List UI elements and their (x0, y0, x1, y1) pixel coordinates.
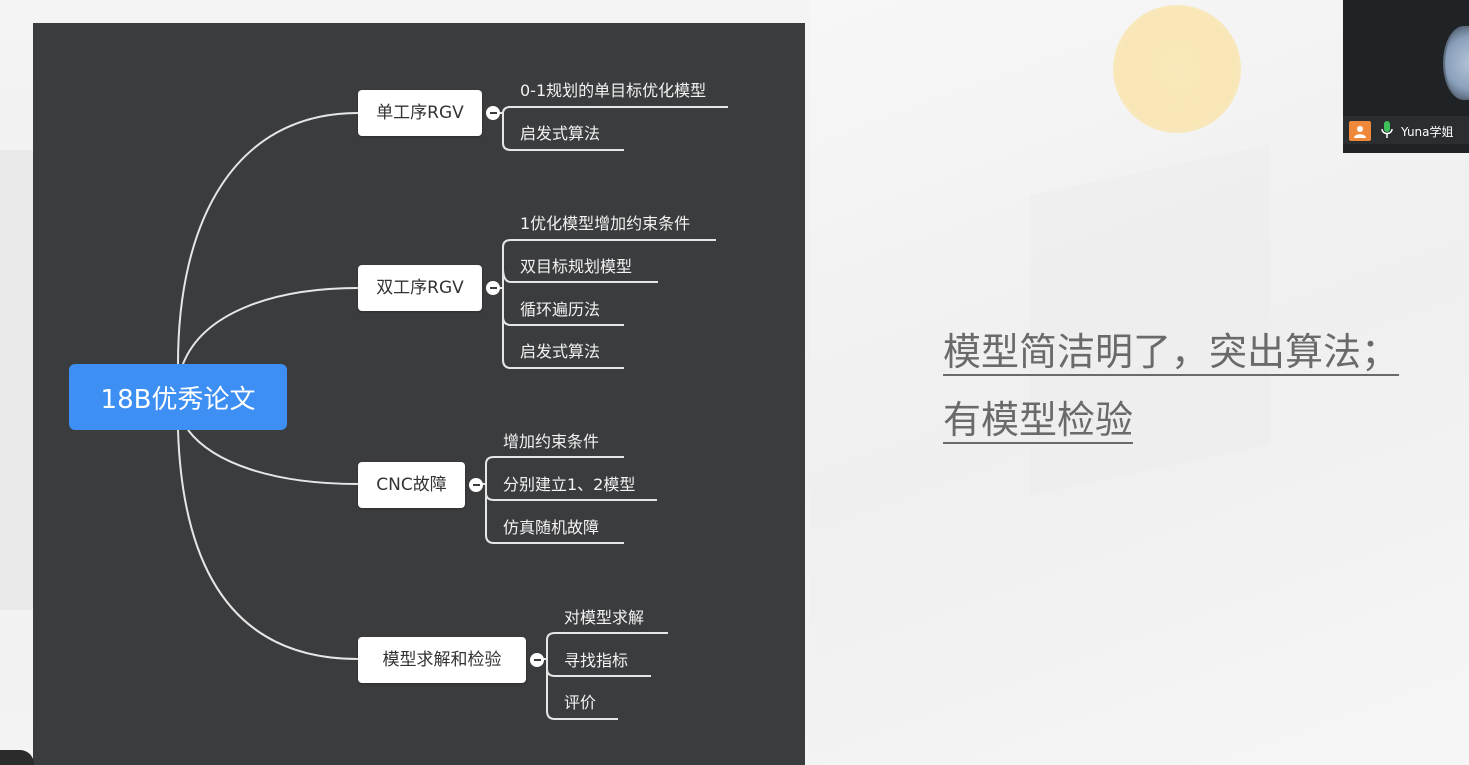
connector-line (494, 106, 728, 114)
corner-widget (0, 750, 34, 765)
decorative-sun (1113, 5, 1241, 133)
slide-text-line-1: 模型简洁明了，突出算法； (943, 330, 1400, 374)
connector-line (502, 113, 624, 151)
connector-line (485, 493, 624, 544)
participant-name: Yuna学姐 (1401, 125, 1454, 139)
background-shape (0, 150, 33, 610)
participant-video-tile[interactable]: Yuna学姐 (1343, 0, 1469, 153)
user-icon (1349, 121, 1371, 141)
leaf-node[interactable]: 分别建立1、2模型 (503, 475, 636, 494)
mic-icon[interactable] (1381, 121, 1393, 139)
leaf-node[interactable]: 1优化模型增加约束条件 (520, 214, 691, 233)
connector-line (502, 317, 624, 369)
connector-line (177, 112, 359, 365)
slide-text-line-2: 有模型检验 (943, 398, 1134, 442)
mindmap-root-node[interactable]: 18B优秀论文 (69, 364, 287, 430)
connector-line (546, 669, 618, 720)
collapse-icon[interactable] (486, 106, 500, 120)
connector-line (477, 456, 624, 485)
connector-line (502, 267, 658, 283)
collapse-icon[interactable] (469, 478, 483, 492)
leaf-node[interactable]: 循环遍历法 (520, 300, 601, 319)
mindmap-panel: 18B优秀论文 单工序RGV 0-1规划的单目标优化模型 启发式算法 双工序RG… (33, 23, 805, 765)
leaf-node[interactable]: 启发式算法 (520, 342, 601, 361)
branch-node-cnc-fault[interactable]: CNC故障 (358, 462, 465, 508)
collapse-icon[interactable] (486, 281, 500, 295)
collapse-icon[interactable] (530, 653, 544, 667)
connector-line (494, 239, 716, 289)
mindmap-connectors (177, 106, 728, 720)
leaf-node[interactable]: 仿真随机故障 (503, 518, 600, 537)
connector-line (187, 429, 359, 485)
leaf-node[interactable]: 启发式算法 (520, 124, 601, 143)
leaf-node[interactable]: 双目标规划模型 (520, 257, 633, 276)
connector-line (538, 632, 668, 660)
branch-node-model-solve-verify[interactable]: 模型求解和检验 (358, 637, 526, 683)
branch-node-dual-process-rgv[interactable]: 双工序RGV (358, 265, 482, 311)
connector-line (182, 287, 359, 365)
leaf-node[interactable]: 评价 (564, 693, 597, 712)
branch-node-single-process-rgv[interactable]: 单工序RGV (358, 90, 482, 136)
leaf-node[interactable]: 0-1规划的单目标优化模型 (520, 81, 707, 100)
slide-summary-text: 模型简洁明了，突出算法； 有模型检验 (943, 318, 1443, 454)
connector-line (177, 429, 359, 660)
leaf-node[interactable]: 对模型求解 (564, 608, 645, 627)
leaf-node[interactable]: 寻找指标 (564, 651, 629, 670)
participant-video-feed (1443, 26, 1469, 100)
leaf-node[interactable]: 增加约束条件 (503, 432, 600, 451)
